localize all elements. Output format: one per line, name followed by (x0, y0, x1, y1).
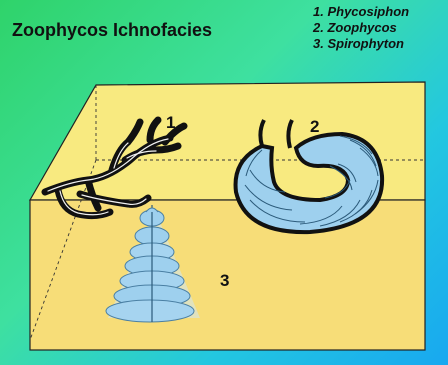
label-zoophycos-number: 2 (310, 117, 319, 136)
label-spirophyton-number: 3 (220, 271, 229, 290)
label-phycosiphon-number: 1 (166, 113, 175, 132)
